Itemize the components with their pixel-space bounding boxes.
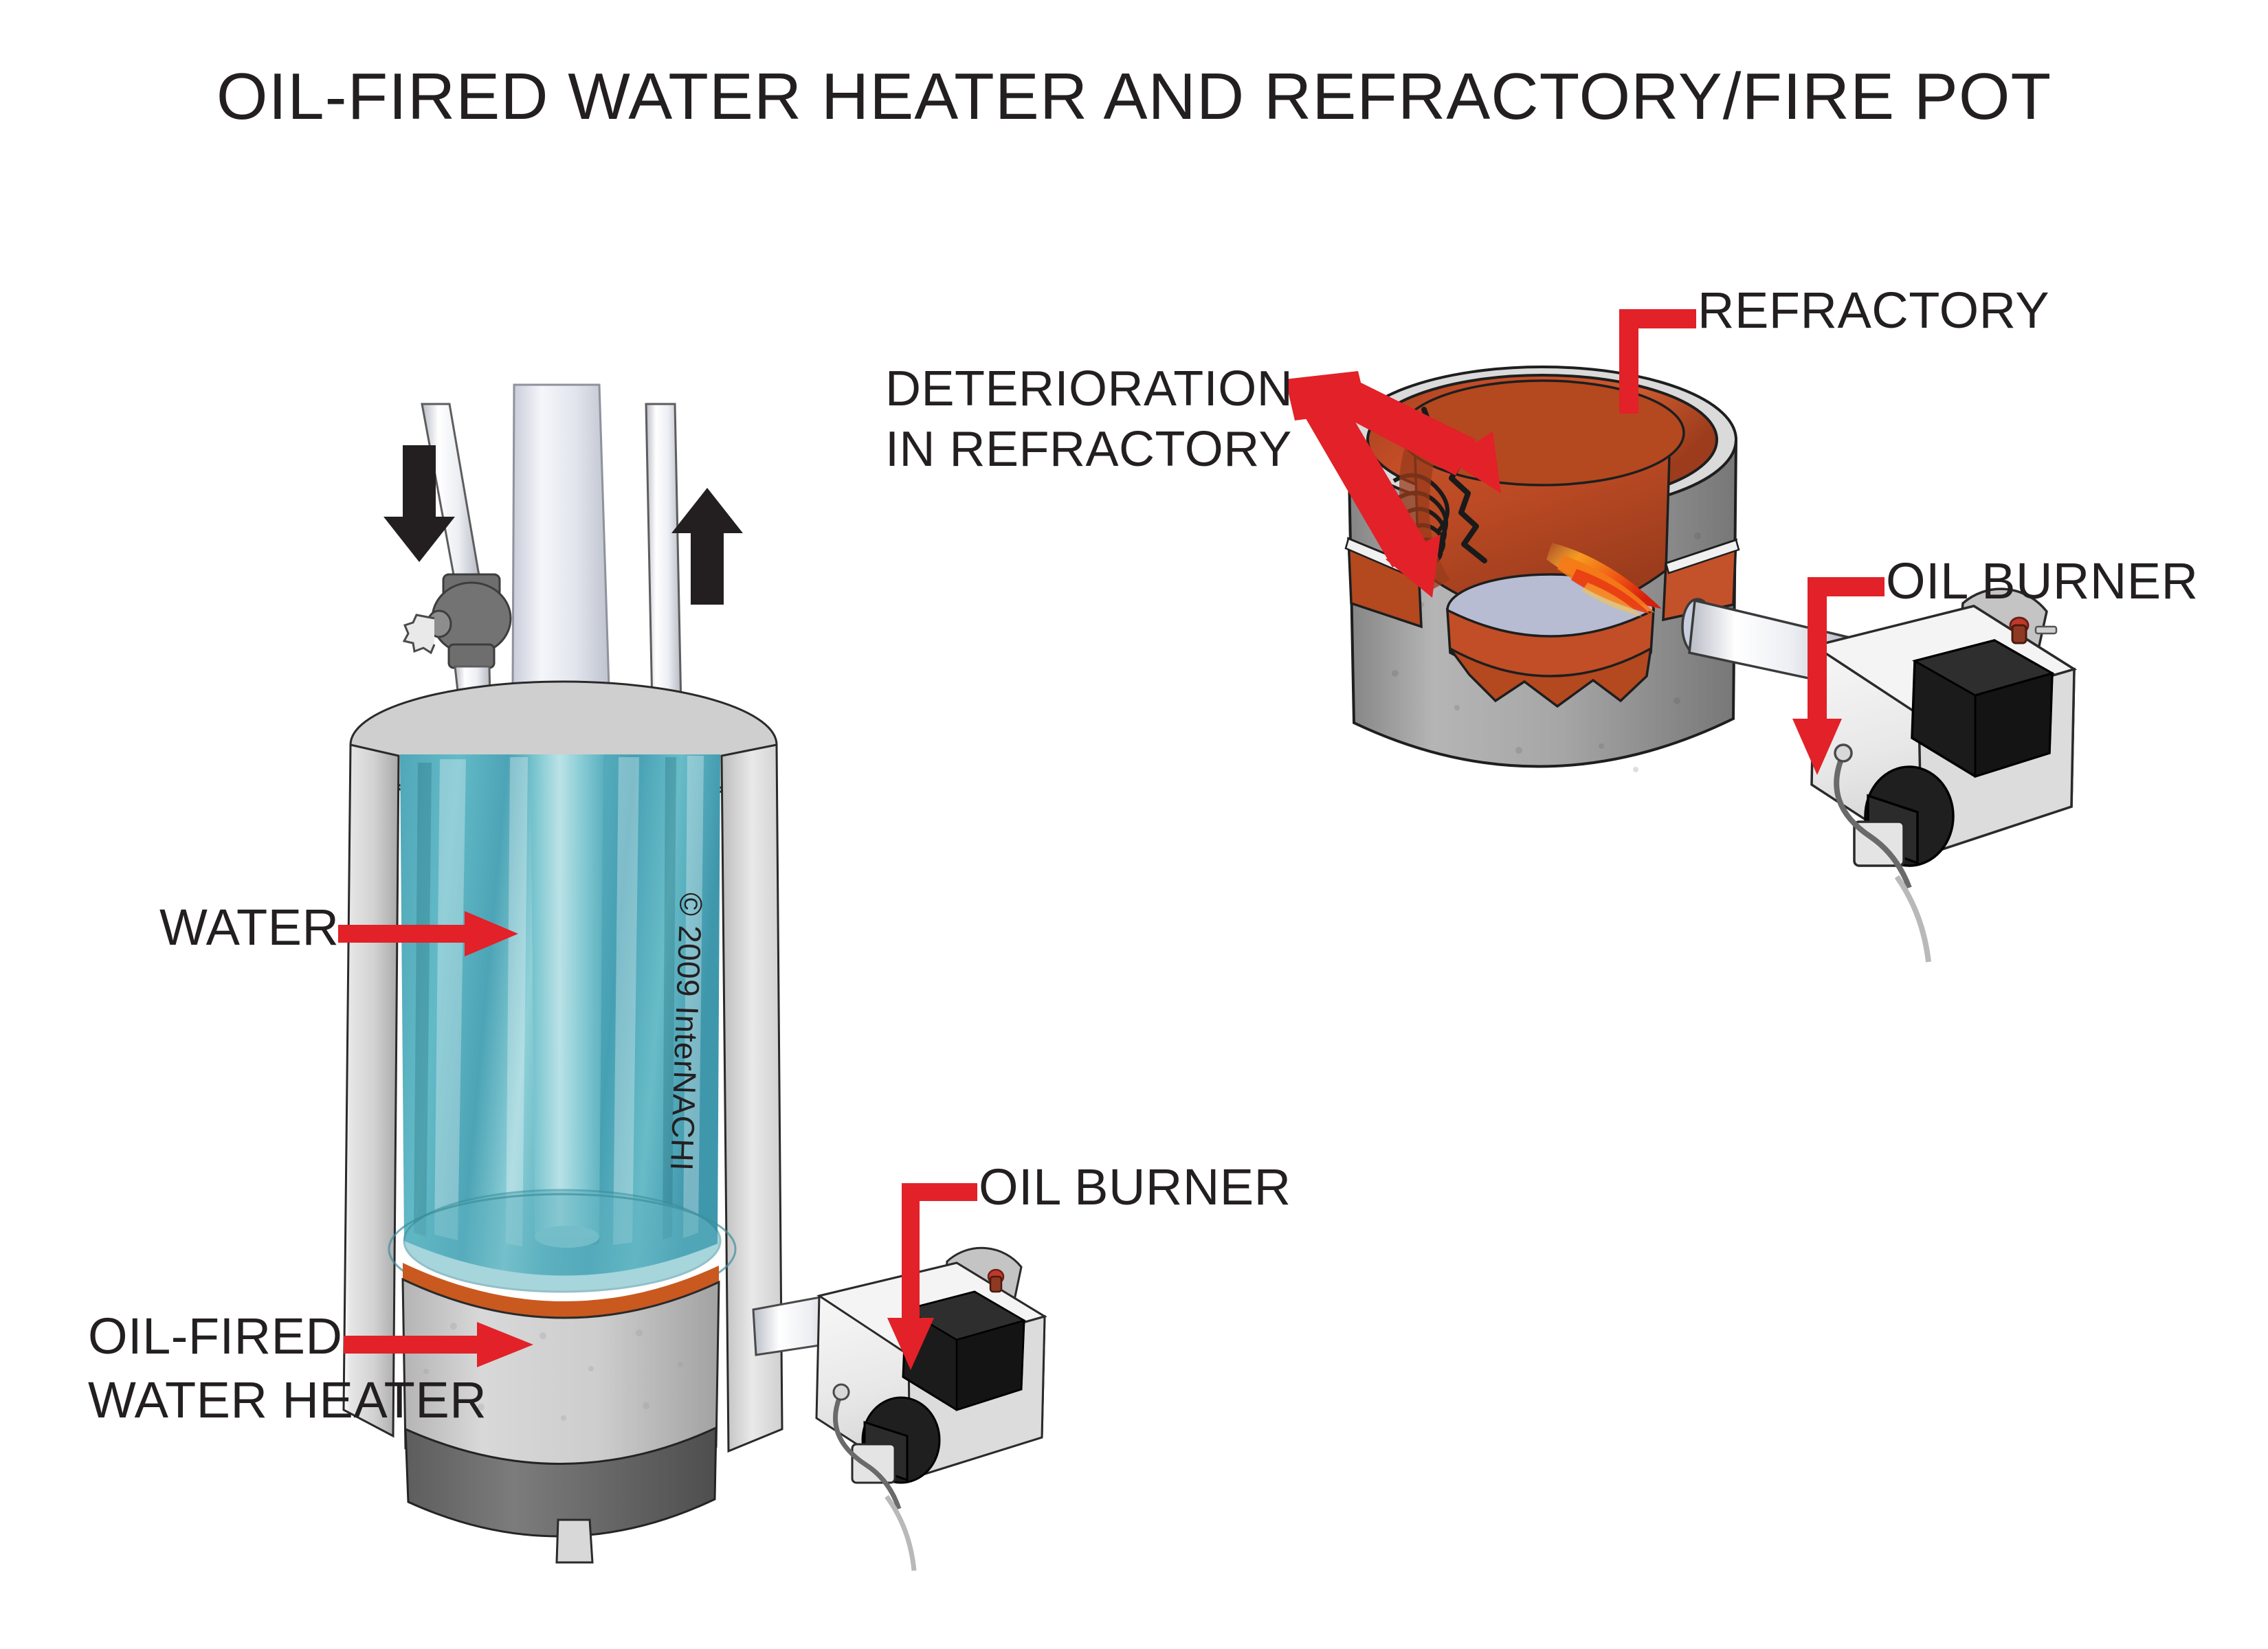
flame	[1546, 543, 1662, 617]
label-oil-burner-left: OIL BURNER	[979, 1158, 1291, 1215]
label-oil-burner-right: OIL BURNER	[1886, 552, 2199, 609]
leader-arrows	[338, 309, 1885, 1370]
label-oil-fired-heater-line1: OIL-FIRED	[88, 1308, 343, 1365]
reset-button[interactable]	[2009, 616, 2058, 644]
ignition-transformer	[902, 1290, 1027, 1411]
leader-oil-fired-heater	[344, 1322, 533, 1367]
leader-oil-burner-left	[887, 1183, 977, 1370]
valve-handle	[402, 609, 452, 655]
leader-deterioration	[1285, 371, 1501, 598]
label-oil-fired-heater-line2: WATER HEATER	[88, 1371, 487, 1428]
leader-refractory	[1619, 309, 1696, 414]
tank-leg	[555, 1518, 594, 1564]
central-flue-tube	[531, 754, 603, 1248]
label-deterioration-line2: IN REFRACTORY	[885, 422, 1292, 477]
blower-motor	[851, 1396, 941, 1484]
hot-outlet-flow-arrow	[671, 488, 743, 605]
ignition-transformer	[1911, 639, 2055, 778]
reset-button[interactable]	[987, 1268, 1005, 1293]
water-body	[388, 754, 737, 1305]
oil-fired-water-heater	[342, 383, 1047, 1571]
tank-base	[404, 1426, 718, 1564]
label-refractory: REFRACTORY	[1698, 282, 2050, 339]
leader-water	[338, 911, 518, 956]
tank-jacket	[342, 743, 783, 1453]
page-title: OIL-FIRED WATER HEATER AND REFRACTORY/FI…	[216, 60, 2052, 133]
ball-valve	[402, 573, 512, 730]
oil-burner-assembly-left	[815, 1246, 1047, 1571]
cold-inlet-flow-arrow	[383, 445, 455, 562]
label-deterioration-line1: DETERIORATION	[885, 361, 1293, 416]
label-water: WATER	[159, 899, 340, 956]
oil-burner-assembly-right	[1810, 587, 2078, 963]
leader-oil-burner-right	[1792, 577, 1885, 775]
